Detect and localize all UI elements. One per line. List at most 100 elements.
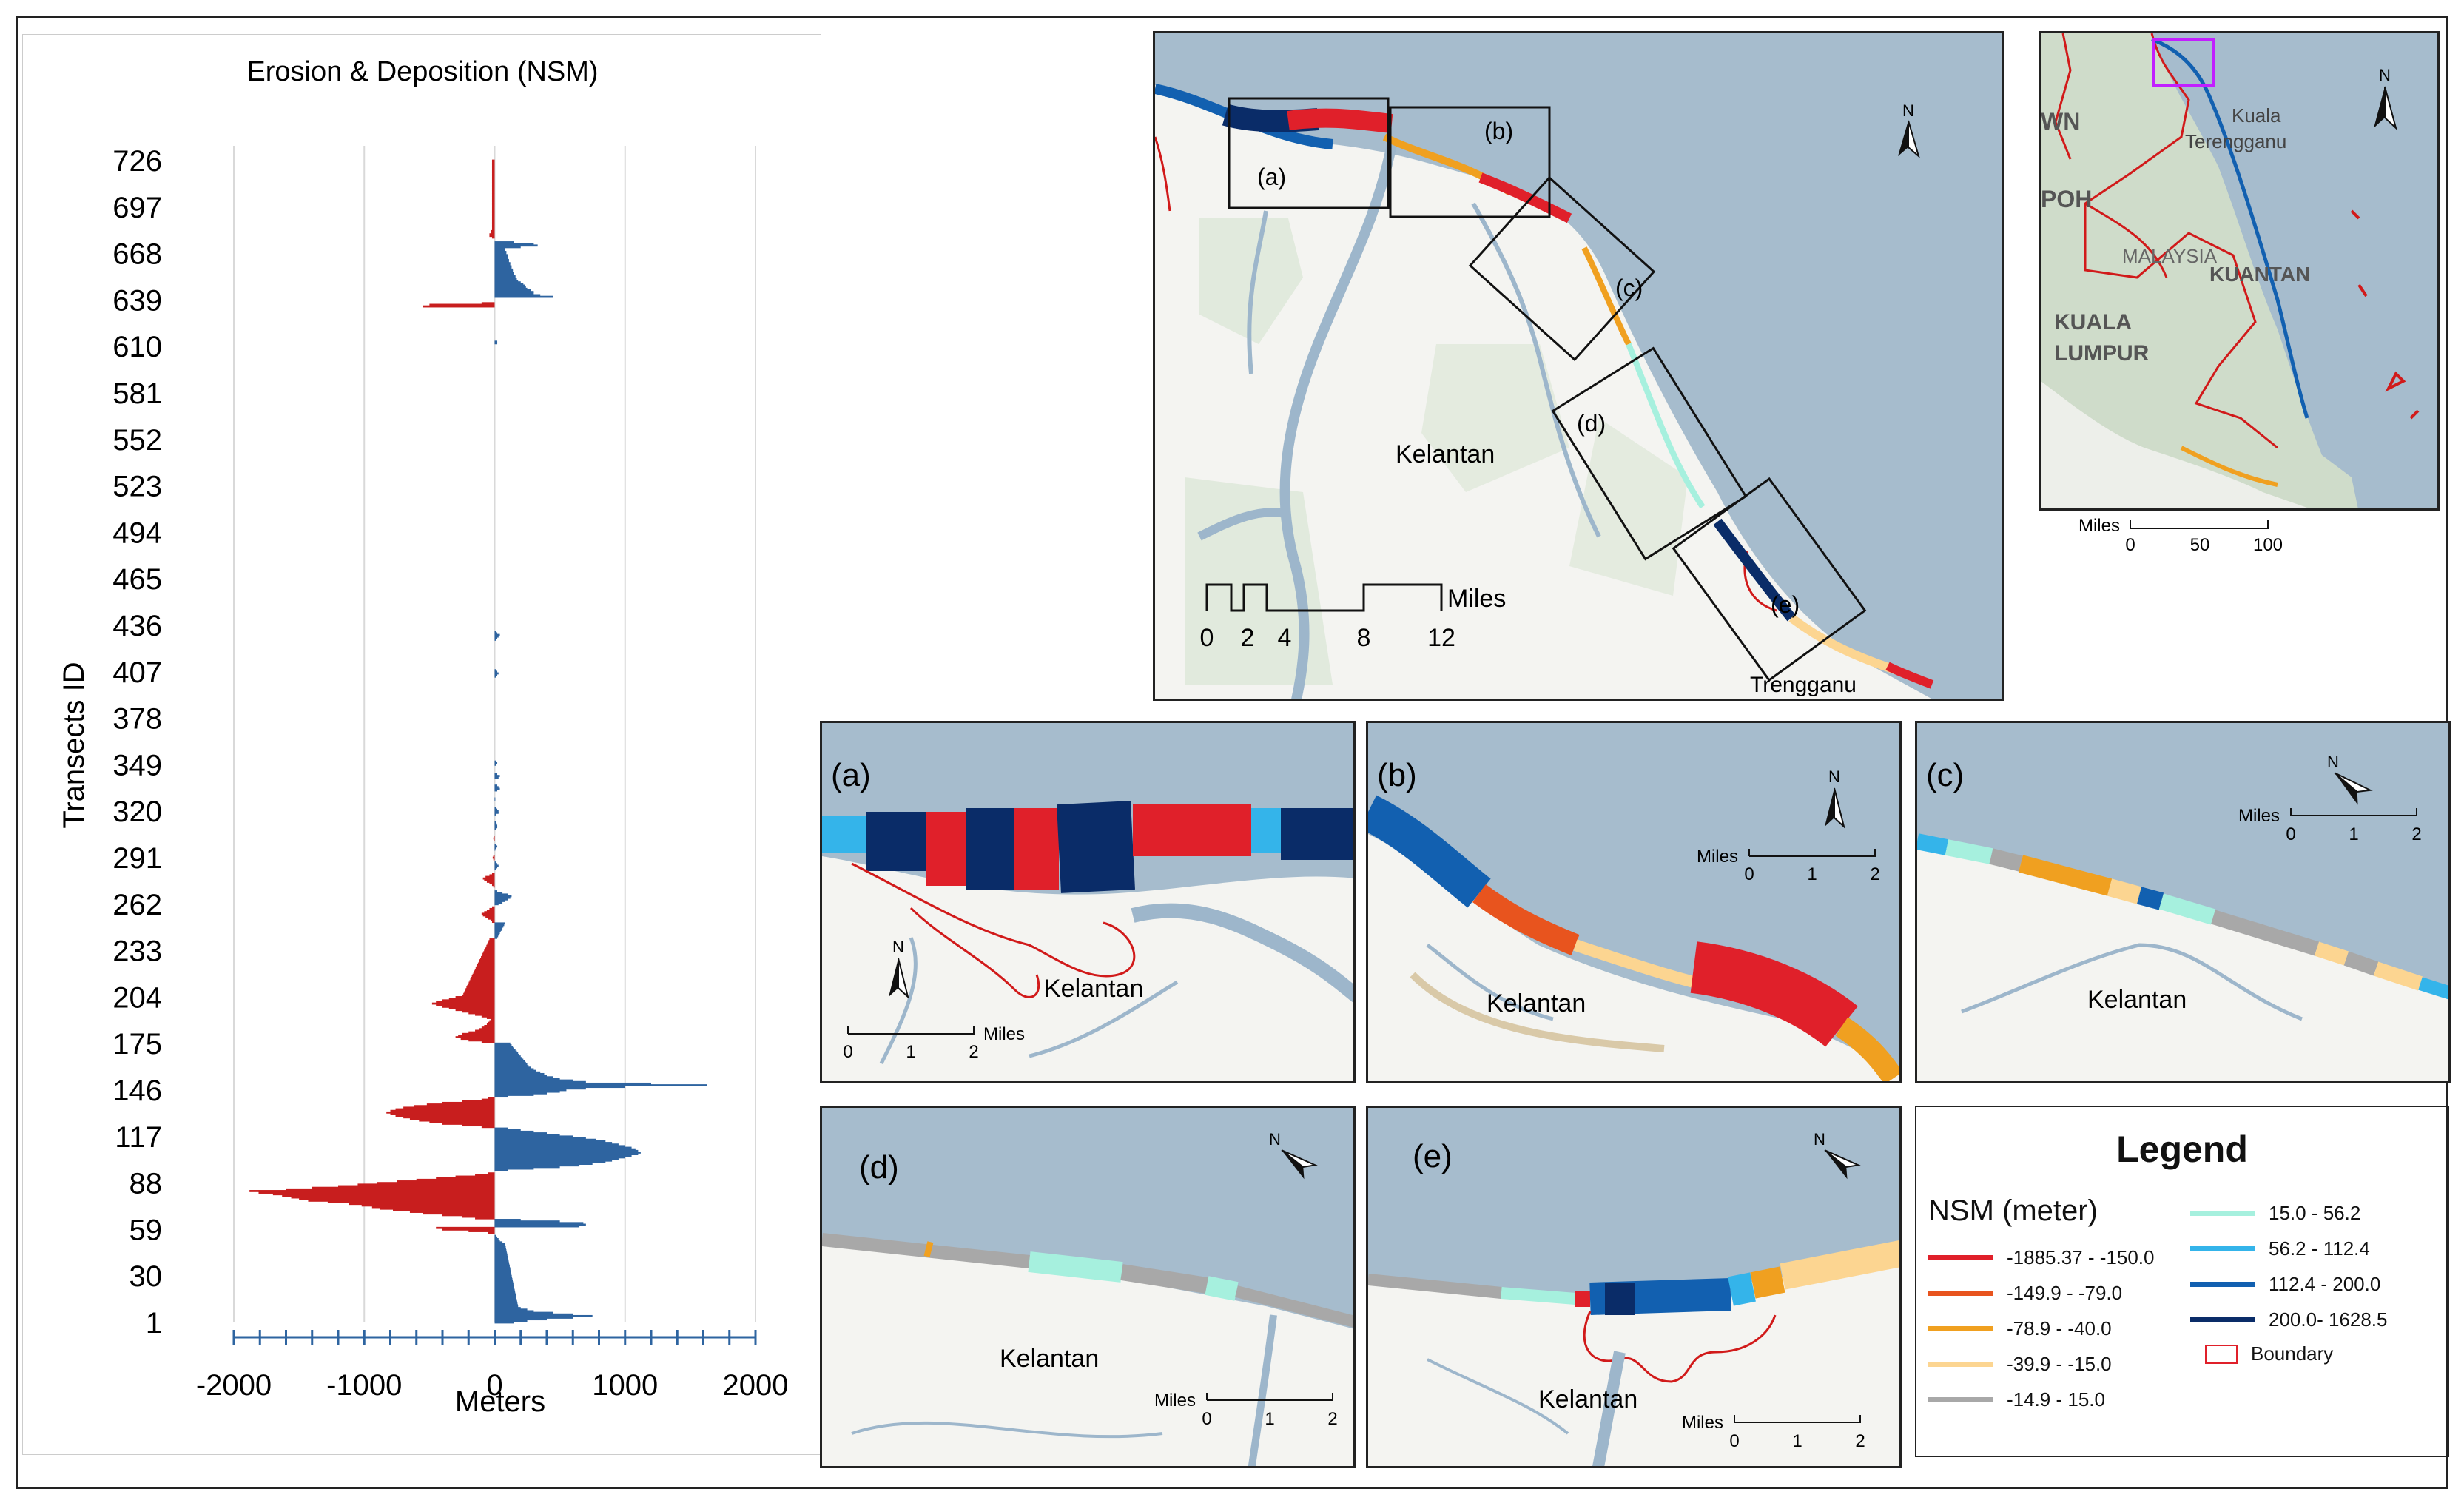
chart-bar [494,1285,514,1288]
chart-bar [494,922,505,925]
chart-bar [409,1117,495,1120]
chart-bar [484,911,495,914]
scale-tick: 100 [2253,535,2283,555]
chart-bar [494,1308,528,1311]
chart-bar [494,813,496,816]
chart-bar [494,823,497,825]
coast-band [1788,614,1896,674]
chart-bar [494,1043,512,1046]
legend-item: 112.4 - 200.0 [2190,1273,2380,1296]
chart-bar [491,170,495,173]
chart-bar [494,1060,525,1063]
chart-bar [494,1050,517,1053]
chart-bar [463,992,495,995]
y-tick-label: 639 [112,284,162,317]
chart-bar [494,286,526,289]
north-label: N [892,938,904,956]
panel-d: (d) Kelantan N Miles 0 1 2 [820,1106,1356,1468]
chart-bar [491,229,495,232]
chart-bar [485,915,495,918]
chart-bar [458,1034,495,1037]
x-tick-label: 0 [486,1369,502,1402]
chart-bar [494,283,524,286]
chart-bar [468,981,495,984]
region-label: Kelantan [1044,975,1143,1003]
chart-bar [479,959,495,961]
chart-bar [491,232,495,234]
scale-unit: Miles [1447,585,1506,613]
chart-bar [494,675,496,678]
scale-tick: 1 [2349,824,2358,844]
chart-bar [491,884,495,887]
chart-bar [494,936,498,939]
chart-bar [357,1183,495,1186]
chart-bar [442,1006,495,1008]
chart-bar [494,811,499,814]
panel-c: (c) Kelantan N Miles 0 1 2 [1915,721,2451,1083]
chart-bar [494,257,508,260]
chart-bar [494,1265,510,1268]
chart-bar [494,787,500,790]
chart-bar [494,824,498,827]
chart-bar [494,848,496,851]
panel-b: (b) Kelantan N Miles 0 1 2 [1366,721,1902,1083]
band-segment [1472,884,1580,955]
scale-tick: 1 [1807,864,1817,884]
chart-bar [494,1251,507,1254]
chart-bar [494,764,496,766]
chart-bar [491,204,495,207]
north-label: N [1902,101,1914,120]
label-kuala-lumpur: KUALA [2054,310,2132,335]
band-segment [1989,848,2023,872]
chart-bar [494,1153,639,1156]
river [1131,903,1353,1003]
chart-bar [494,258,509,261]
chart-bar [491,214,495,217]
chart-bar [494,669,496,672]
chart-bar [462,1124,495,1127]
chart-bar [494,672,499,675]
band-segment [1057,801,1135,893]
chart-bar [491,172,495,175]
y-tick-label: 465 [112,563,162,596]
legend-item: -39.9 - -15.0 [1928,1353,2112,1376]
chart-bar [494,1154,632,1157]
region-label: Kelantan [1396,440,1495,468]
chart-bar [491,181,495,184]
chart-bar [488,1021,495,1024]
chart-bar [494,1042,511,1045]
chart-bar [436,1177,495,1180]
chart-bar [494,1149,639,1152]
chart-bar [494,1289,515,1292]
box-a [1228,97,1390,209]
band-segment [2107,878,2142,904]
chart-bar [494,1146,632,1149]
chart-bar [494,863,498,866]
chart-bar [488,941,495,944]
chart-bar [494,1252,508,1255]
chart-bar [494,1049,516,1052]
nsm-chart: Erosion & Deposition (NSM) Transects ID … [22,34,821,1455]
legend-swatch [2190,1317,2255,1322]
band-segment [1690,941,1858,1047]
chart-bar [494,775,500,777]
chart-bar [494,1291,516,1294]
chart-bar [494,901,503,904]
chart-bar [494,1302,518,1305]
scale-unit: Miles [1697,847,1738,867]
chart-bar [494,1053,519,1056]
chart-bar [491,919,495,921]
chart-bar [494,1055,521,1058]
chart-bar [494,244,538,247]
river [1427,1358,1569,1435]
y-tick-label: 146 [112,1075,162,1107]
y-tick-label: 407 [112,656,162,689]
chart-bar [462,994,495,997]
chart-bar [491,225,495,228]
chart-bar [494,924,505,927]
coast-band [1287,108,1393,133]
chart-bar [349,1203,495,1206]
chart-bar [491,184,495,186]
scalebar [1748,849,1876,857]
chart-bar [494,252,507,255]
